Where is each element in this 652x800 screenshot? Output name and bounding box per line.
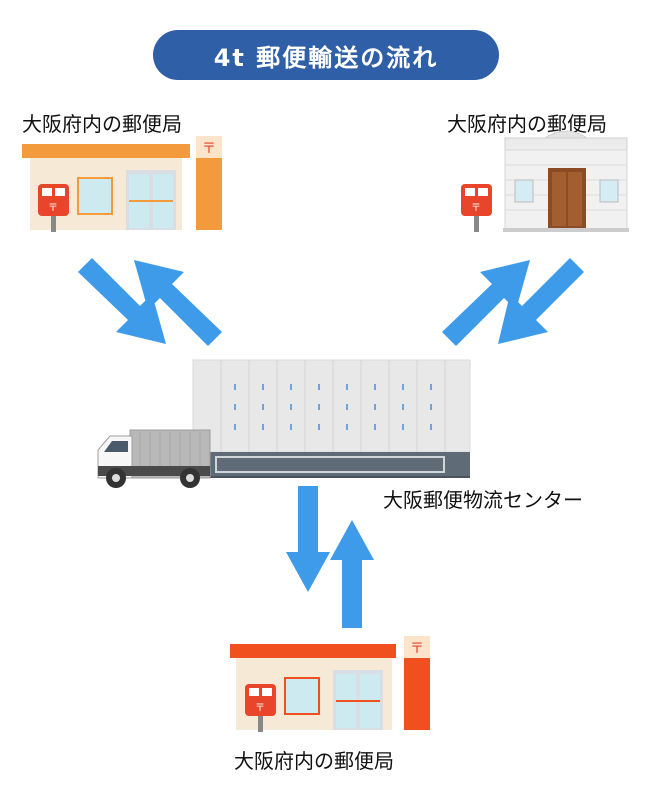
svg-text:〒: 〒 [410, 641, 424, 657]
distribution-center-label: 大阪郵便物流センター [383, 488, 583, 512]
arrows-lower [286, 486, 374, 628]
arrow-up-left-icon [134, 260, 222, 346]
arrows-upper [78, 258, 584, 346]
post-office-left-label: 大阪府内の郵便局 [22, 112, 182, 136]
svg-text:〒: 〒 [202, 141, 216, 157]
mailbox-icon: 〒 [38, 184, 69, 232]
svg-text:〒: 〒 [255, 703, 265, 714]
post-office-right: 〒 [461, 130, 629, 232]
arrow-up-icon [330, 520, 374, 628]
post-office-bottom-label: 大阪府内の郵便局 [234, 749, 394, 773]
post-sign-icon: 〒 [196, 136, 222, 230]
arrow-up-right-icon [442, 260, 530, 346]
post-office-left: 〒 〒 [22, 136, 222, 232]
svg-text:〒: 〒 [48, 203, 58, 214]
distribution-center [192, 359, 471, 478]
mailbox-icon: 〒 [245, 684, 276, 732]
title-text: 4t 郵便輸送の流れ [213, 43, 439, 72]
post-sign-icon: 〒 [404, 636, 430, 730]
arrow-down-left-icon [498, 258, 584, 344]
svg-text:〒: 〒 [471, 203, 481, 214]
truck-icon [97, 429, 211, 488]
post-office-right-label: 大阪府内の郵便局 [447, 112, 607, 136]
post-office-bottom: 〒 〒 [230, 636, 430, 732]
arrow-down-right-icon [78, 258, 166, 344]
arrow-down-icon [286, 486, 330, 592]
mailbox-icon: 〒 [461, 184, 492, 232]
title-banner: 4t 郵便輸送の流れ [153, 30, 499, 80]
